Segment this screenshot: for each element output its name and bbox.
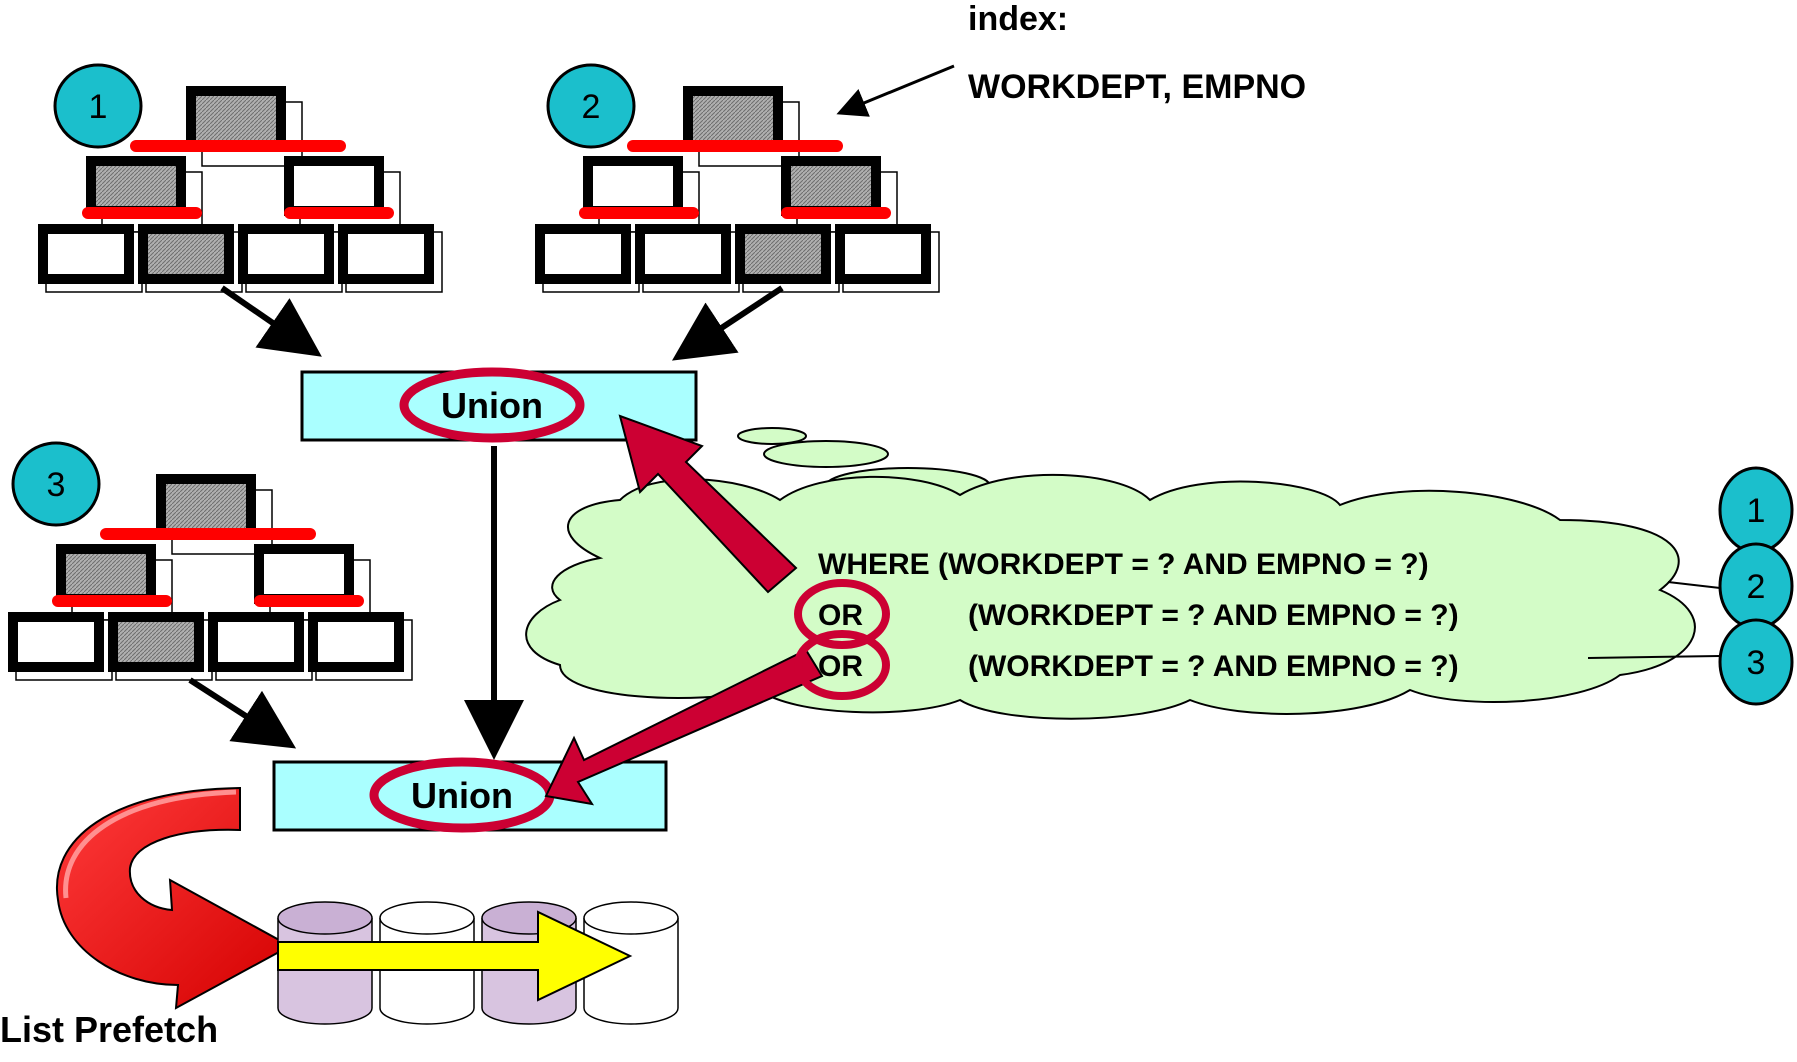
query-predicate-2: (WORKDEPT = ? AND EMPNO = ?) (968, 599, 1459, 632)
union-label-2: Union (411, 775, 513, 816)
query-or-2: OR (818, 650, 863, 683)
tree-badge-1-label: 1 (89, 88, 108, 126)
tree-badge-3: 3 (13, 443, 99, 525)
curved-arrow (57, 788, 290, 1008)
query-predicate-3: (WORKDEPT = ? AND EMPNO = ?) (968, 650, 1459, 683)
query-line-1: WHERE (WORKDEPT = ? AND EMPNO = ?) (818, 548, 1429, 581)
index-pointer-arrow (842, 66, 954, 112)
union-label-1: Union (441, 385, 543, 426)
tree-badge-2: 2 (548, 65, 634, 147)
union-box-2: Union (274, 762, 666, 830)
predicate-badge-2-label: 2 (1747, 568, 1766, 606)
query-or-1: OR (818, 599, 863, 632)
tree-badge-3-label: 3 (47, 466, 66, 504)
predicate-badge-1-label: 1 (1747, 492, 1766, 530)
predicate-badge-3-label: 3 (1747, 644, 1766, 682)
list-prefetch-label: List Prefetch (0, 1009, 218, 1050)
tree-badge-2-label: 2 (582, 88, 601, 126)
index-label-line2: WORKDEPT, EMPNO (968, 68, 1306, 106)
tree-badge-1: 1 (55, 65, 141, 147)
index-label-line1: index: (968, 0, 1068, 38)
index-link-bar (130, 140, 346, 152)
